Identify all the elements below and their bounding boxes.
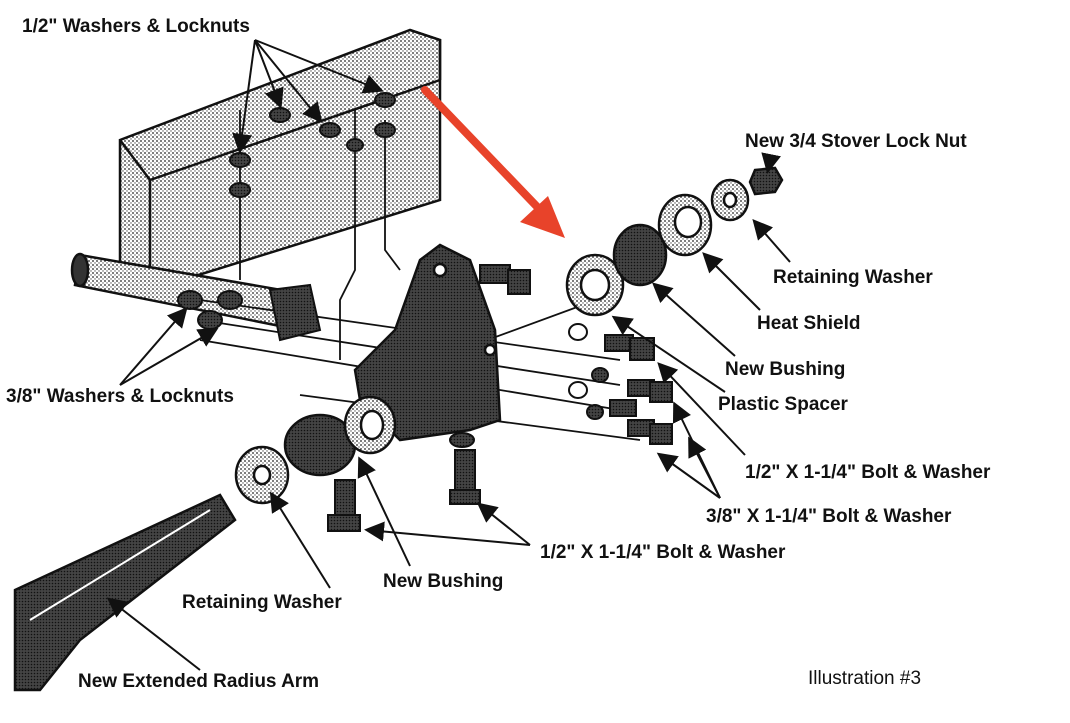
label-new-extended-radius-arm: New Extended Radius Arm [78, 671, 320, 692]
frame-locknuts [229, 92, 396, 198]
label-three-eighths-bolt-washer: 3/8" X 1-1/4" Bolt & Washer [706, 506, 952, 527]
label-stover-lock-nut: New 3/4 Stover Lock Nut [745, 131, 967, 152]
frame-rail [118, 28, 442, 292]
extended-radius-arm [13, 493, 237, 692]
bracket-bolt-top [479, 264, 531, 295]
right-bushing-stack [565, 166, 784, 317]
label-new-bushing-bottom: New Bushing [383, 571, 504, 592]
leader-arrows [106, 39, 791, 671]
mount-bracket [353, 243, 502, 442]
vertical-bolts [327, 432, 481, 532]
label-half-bolt-washer-bottom: 1/2" X 1-1/4" Bolt & Washer [540, 542, 786, 563]
label-retaining-washer-left: Retaining Washer [182, 592, 342, 613]
highlight-arrow [421, 86, 565, 238]
label-plastic-spacer: Plastic Spacer [718, 394, 848, 415]
label-new-bushing-right: New Bushing [725, 359, 846, 380]
label-half-washers-locknuts: 1/2" Washers & Locknuts [22, 16, 250, 37]
left-retaining-washer [234, 445, 290, 505]
tube-locknuts [177, 283, 322, 342]
bottom-bushing [283, 395, 397, 477]
label-half-bolt-washer-right: 1/2" X 1-1/4" Bolt & Washer [745, 462, 991, 483]
label-three-eighths-washers-locknuts: 3/8" Washers & Locknuts [6, 386, 234, 407]
label-illustration-number: Illustration #3 [808, 668, 922, 689]
right-bolts [568, 323, 673, 445]
label-heat-shield: Heat Shield [757, 313, 861, 334]
label-retaining-washer-right: Retaining Washer [773, 267, 933, 288]
